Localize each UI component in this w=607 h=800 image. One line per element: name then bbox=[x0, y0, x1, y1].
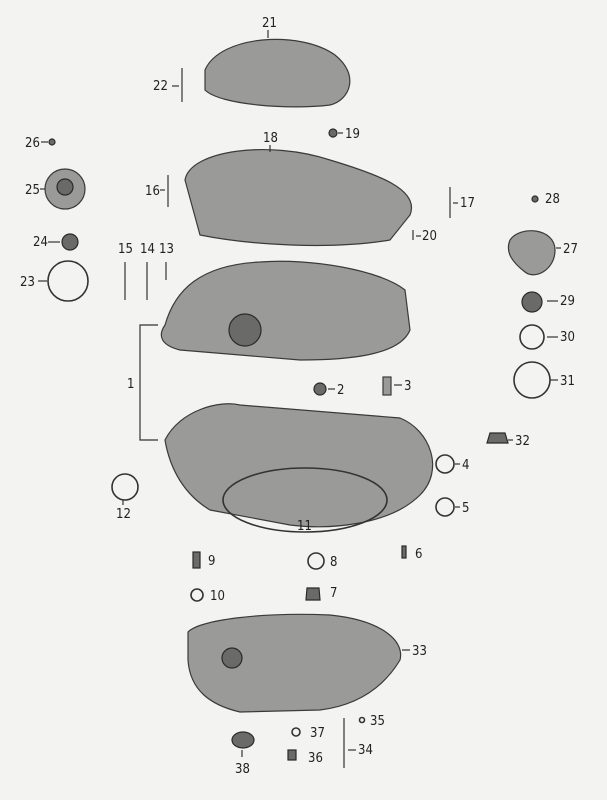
part-36-screw bbox=[287, 749, 297, 761]
label-30: 30 bbox=[560, 330, 575, 345]
label-1: 1 bbox=[127, 377, 134, 392]
label-32: 32 bbox=[515, 434, 530, 449]
label-25: 25 bbox=[25, 183, 40, 198]
part-21-cover bbox=[204, 38, 351, 108]
label-12: 12 bbox=[116, 507, 131, 522]
label-27: 27 bbox=[563, 242, 578, 257]
part-7-plug bbox=[305, 587, 321, 601]
part-4-ring bbox=[435, 454, 455, 474]
label-17: 17 bbox=[460, 196, 475, 211]
leader-lines bbox=[38, 30, 561, 757]
part-28-screw bbox=[531, 195, 539, 203]
bearing-bore bbox=[228, 313, 262, 347]
label-10: 10 bbox=[210, 589, 225, 604]
label-33: 33 bbox=[412, 644, 427, 659]
part-18-housing bbox=[184, 148, 413, 247]
part-1-crankcase-upper bbox=[160, 260, 411, 361]
part-35-washer bbox=[358, 716, 366, 724]
label-29: 29 bbox=[560, 294, 575, 309]
part-1-bracket bbox=[139, 324, 158, 441]
label-19: 19 bbox=[345, 127, 360, 142]
label-21: 21 bbox=[262, 16, 277, 31]
part-24-seal bbox=[61, 233, 79, 251]
label-11: 11 bbox=[297, 519, 312, 534]
label-28: 28 bbox=[545, 192, 560, 207]
label-20: 20 bbox=[422, 229, 437, 244]
part-1-crankcase-lower bbox=[164, 403, 434, 528]
part-27-bracket bbox=[507, 230, 556, 276]
part-30-ring bbox=[519, 324, 545, 350]
label-8: 8 bbox=[330, 555, 337, 570]
part-26-screw bbox=[48, 138, 56, 146]
part-31-circlip bbox=[513, 361, 551, 399]
label-2: 2 bbox=[337, 383, 344, 398]
label-37: 37 bbox=[310, 726, 325, 741]
part-32-plug bbox=[486, 432, 509, 444]
label-6: 6 bbox=[415, 547, 422, 562]
part-33-clutch-cover bbox=[187, 613, 402, 713]
part-9-bolt bbox=[192, 551, 201, 569]
part-23-gasket bbox=[47, 260, 89, 302]
label-9: 9 bbox=[208, 554, 215, 569]
cover-opening bbox=[221, 647, 243, 669]
label-34: 34 bbox=[358, 743, 373, 758]
label-13: 13 bbox=[159, 242, 174, 257]
label-18: 18 bbox=[263, 131, 278, 146]
part-12-circlip bbox=[111, 473, 139, 501]
part-5-ring bbox=[435, 497, 455, 517]
part-37-washer bbox=[291, 727, 301, 737]
label-31: 31 bbox=[560, 374, 575, 389]
part-38-seal bbox=[231, 731, 255, 749]
part-11-gasket bbox=[222, 467, 388, 533]
part-25-hub bbox=[56, 178, 74, 196]
label-26: 26 bbox=[25, 136, 40, 151]
label-23: 23 bbox=[20, 275, 35, 290]
part-29-seal bbox=[521, 291, 543, 313]
part-labels: 21 22 18 19 26 25 16 17 28 20 24 15 14 1… bbox=[20, 16, 578, 777]
part-10-ring bbox=[190, 588, 204, 602]
label-7: 7 bbox=[330, 586, 337, 601]
part-2-bushing bbox=[313, 382, 327, 396]
part-3-sleeve bbox=[382, 376, 392, 396]
label-5: 5 bbox=[462, 501, 469, 516]
part-6-pin bbox=[401, 545, 407, 559]
label-22: 22 bbox=[153, 79, 168, 94]
label-36: 36 bbox=[308, 751, 323, 766]
label-4: 4 bbox=[462, 458, 469, 473]
label-14: 14 bbox=[140, 242, 155, 257]
label-3: 3 bbox=[404, 379, 411, 394]
part-19-nut bbox=[328, 128, 338, 138]
part-8-ring bbox=[307, 552, 325, 570]
label-35: 35 bbox=[370, 714, 385, 729]
label-24: 24 bbox=[33, 235, 48, 250]
label-15: 15 bbox=[118, 242, 133, 257]
label-16: 16 bbox=[145, 184, 160, 199]
label-38: 38 bbox=[235, 762, 250, 777]
